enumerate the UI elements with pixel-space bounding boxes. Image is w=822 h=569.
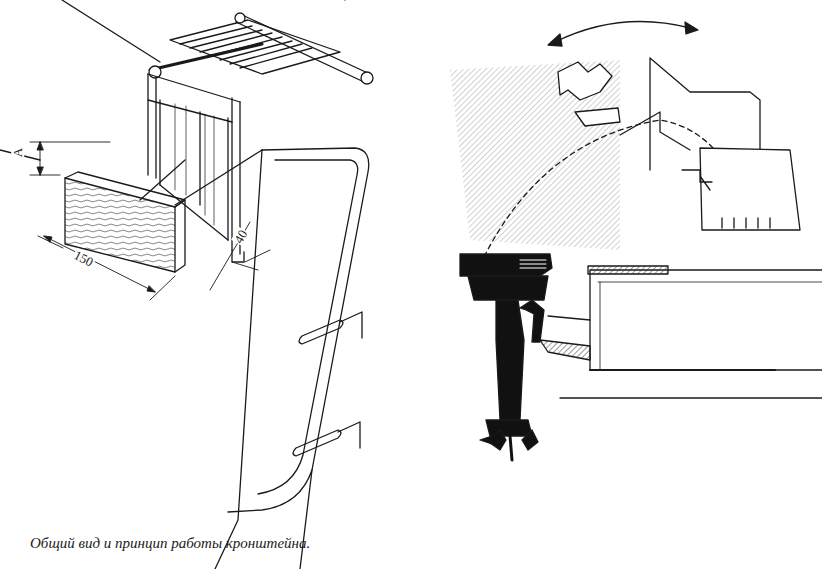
dashboard bbox=[620, 112, 800, 230]
bracket bbox=[65, 13, 373, 272]
dimension-label: 40 bbox=[231, 226, 250, 245]
figure-caption: Общий вид и принцип работы кронштейна. bbox=[30, 536, 310, 551]
hull-section bbox=[560, 266, 822, 398]
boat-hull bbox=[0, 0, 369, 569]
dimension-label: A bbox=[11, 146, 24, 157]
transom-clamps bbox=[293, 312, 362, 456]
outboard-motor bbox=[460, 254, 590, 460]
dimension-lines bbox=[30, 142, 270, 300]
tilt-arrow bbox=[548, 22, 698, 46]
